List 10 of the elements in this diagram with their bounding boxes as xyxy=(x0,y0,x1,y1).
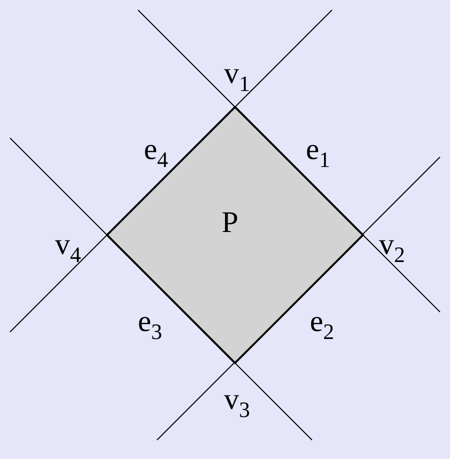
polygon-label: P xyxy=(222,208,238,238)
vertex-label: v$_{1}$ xyxy=(224,59,250,89)
vertex-label: v$_{2}$ xyxy=(379,230,405,260)
side-label: e$_{3}$ xyxy=(138,307,162,337)
side-label: e$_{1}$ xyxy=(306,135,330,165)
vertex-label: v$_{4}$ xyxy=(55,230,81,260)
side-label: e$_{4}$ xyxy=(144,135,168,165)
square-polygon xyxy=(106,106,364,364)
side-label: e$_{2}$ xyxy=(310,307,334,337)
vertex-label: v$_{3}$ xyxy=(224,385,250,415)
